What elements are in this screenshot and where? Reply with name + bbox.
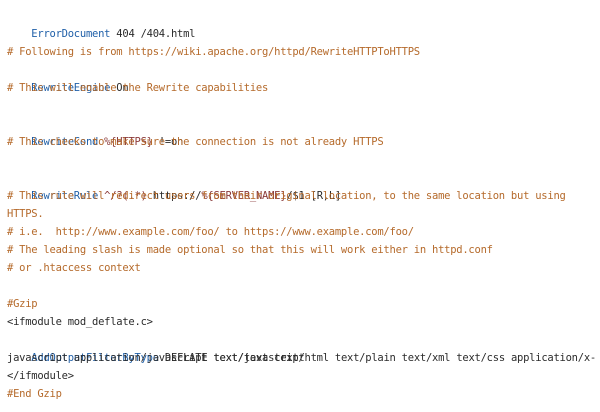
comment-line: # Following is from https://wiki.apache.…: [7, 46, 420, 58]
directive-args: !=on: [152, 136, 184, 148]
comment-line: # i.e. http://www.example.com/foo/ to ht…: [7, 226, 414, 238]
ifmodule-open-tag: <ifmodule mod_deflate.c>: [7, 316, 153, 328]
comment-line: # or .htaccess context: [7, 262, 141, 274]
ifmodule-close-tag: </ifmodule>: [7, 370, 74, 382]
comment-line: #End Gzip: [7, 388, 62, 400]
directive-keyword: AddOutputFilterByType: [31, 352, 159, 364]
directive-args: On: [110, 82, 129, 94]
code-line-rewriterule: RewriteRule ^/?(.*) https://%{SERVER_NAM…: [7, 169, 341, 202]
code-line-rewriteengine: RewriteEngine On: [7, 61, 128, 94]
directive-keyword: ErrorDocument: [31, 28, 111, 40]
code-line-addoutputfilter: AddOutputFilterByType DEFLATE text/text …: [7, 331, 596, 364]
comment-line: # This checks to make sure the connectio…: [7, 136, 384, 148]
server-variable: %{HTTPS}: [98, 136, 153, 148]
comment-line: # The leading slash is made optional so …: [7, 244, 493, 256]
directive-flags: /$1 [R,L]: [286, 190, 341, 202]
directive-args: 404 /404.html: [110, 28, 196, 40]
rewrite-pattern: ^/?(.*): [98, 190, 147, 202]
code-line-continuation: javascript application/javascript text/j…: [7, 352, 305, 364]
comment-line: #Gzip: [7, 298, 38, 310]
comment-line: # This rule will redirect users from the…: [7, 190, 566, 202]
directive-args: DEFLATE text/text text/html text/plain t…: [158, 352, 596, 364]
comment-line: # This will enable the Rewrite capabilit…: [7, 82, 269, 94]
directive-keyword: RewriteRule: [31, 190, 99, 202]
directive-args: https://: [146, 190, 202, 202]
directive-keyword: RewriteCond: [31, 136, 99, 148]
code-line-rewritecond: RewriteCond %{HTTPS} !=on: [7, 115, 183, 148]
code-line-errordocument: ErrorDocument 404 /404.html: [7, 7, 195, 40]
comment-line: HTTPS.: [7, 208, 44, 220]
server-variable: %{SERVER_NAME}: [201, 190, 287, 202]
directive-keyword: RewriteEngine: [31, 82, 111, 94]
